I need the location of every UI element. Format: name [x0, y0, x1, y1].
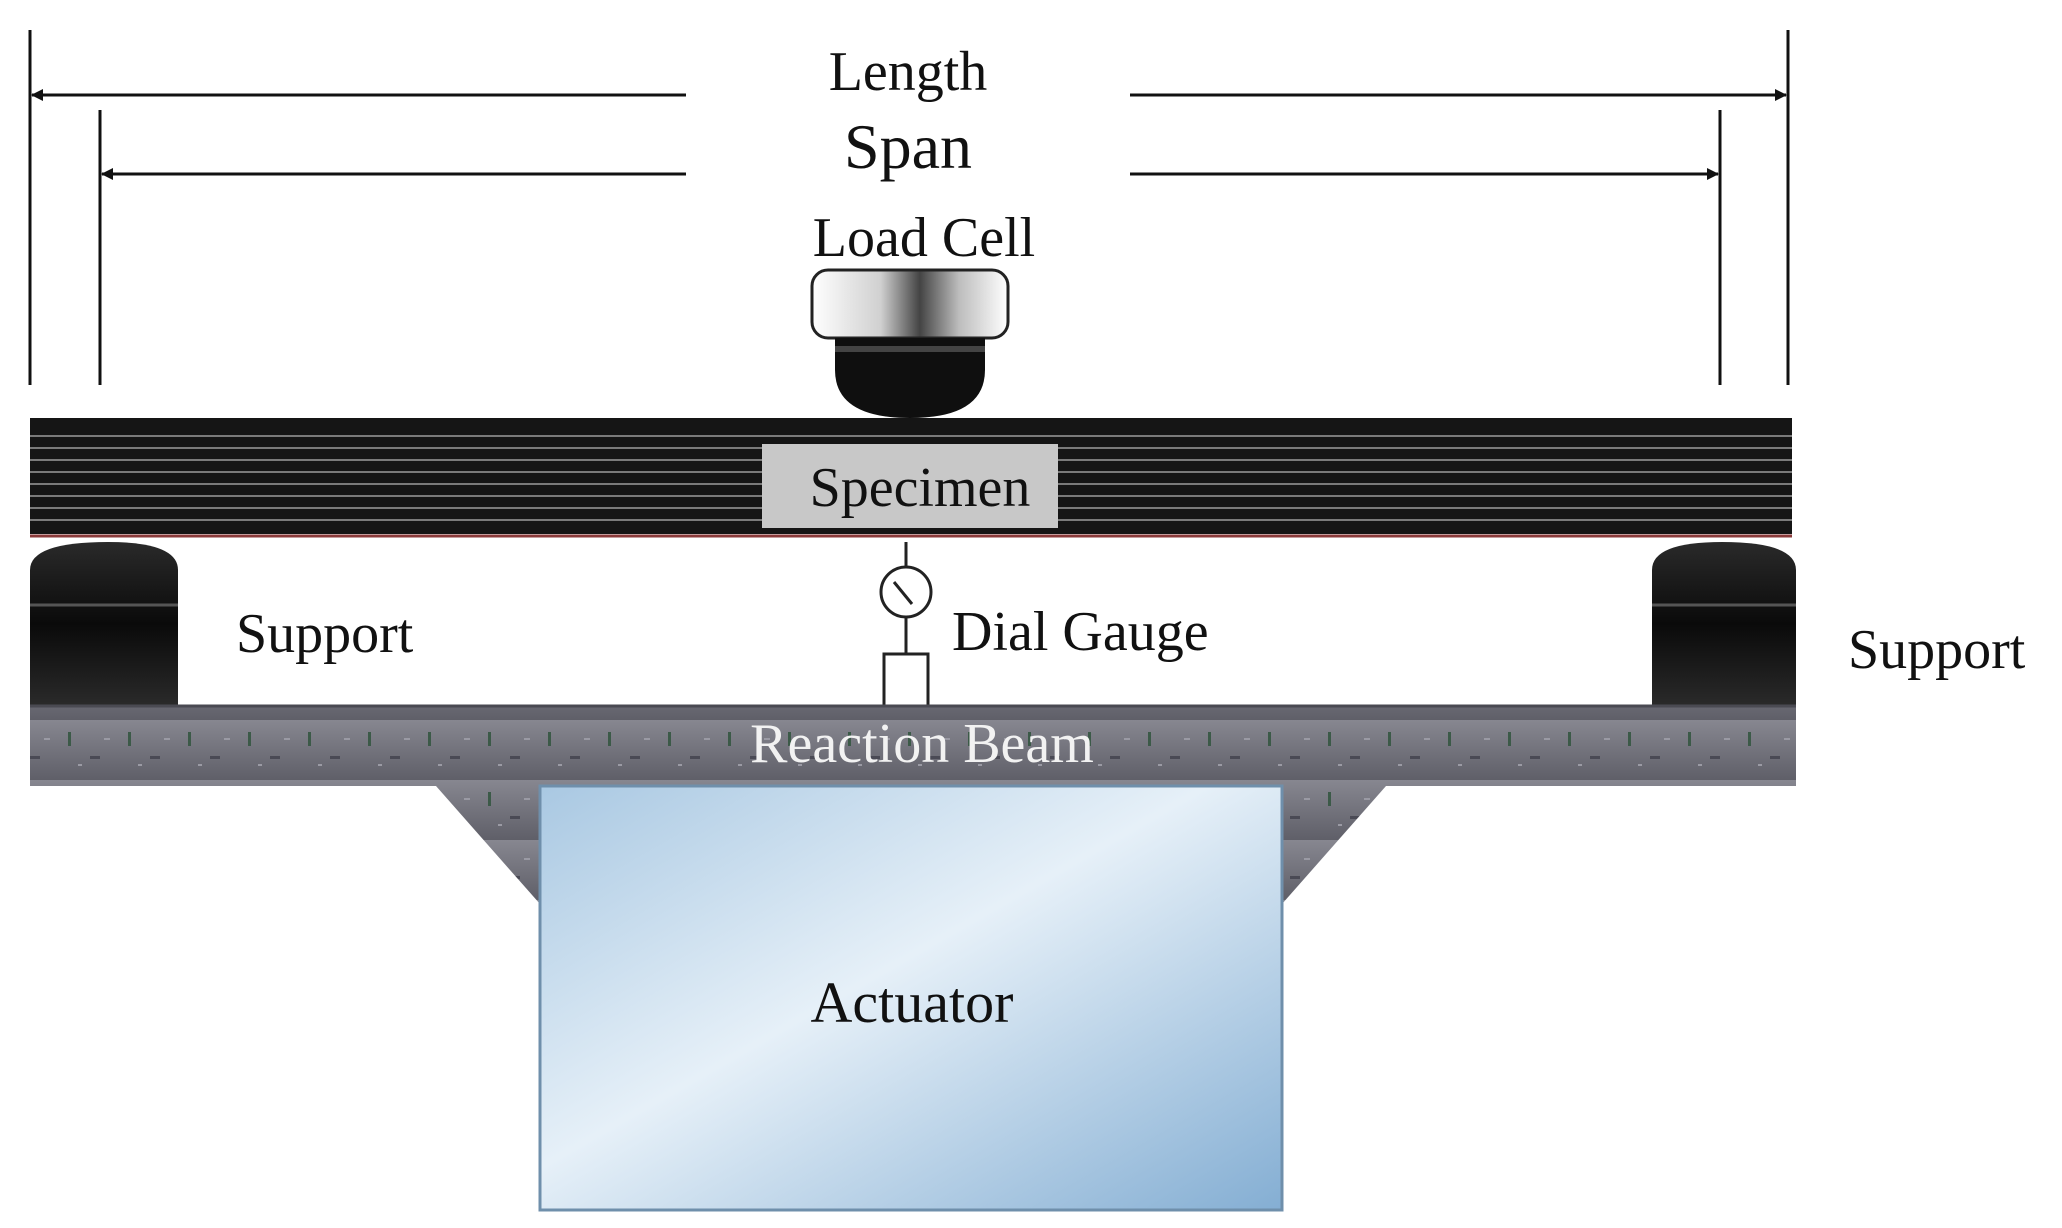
reaction-beam-label: Reaction Beam	[750, 713, 1094, 775]
specimen: Specimen	[30, 418, 1792, 538]
support-right-label: Support	[1848, 619, 2026, 681]
load-cell-body	[810, 268, 1010, 340]
dial-gauge	[879, 542, 933, 708]
reaction-beam-body	[30, 706, 1796, 786]
support-right	[1652, 542, 1796, 706]
support-left	[30, 542, 178, 706]
actuator: Actuator	[538, 784, 1284, 1212]
support-left-label: Support	[236, 603, 414, 665]
dial-gauge-face	[879, 565, 933, 619]
span-label: Span	[844, 111, 972, 182]
reaction-beam-brace-left	[436, 786, 540, 904]
load-cell-nose	[835, 338, 985, 418]
dial-gauge-base	[882, 652, 930, 708]
actuator-label: Actuator	[811, 970, 1014, 1035]
length-label: Length	[829, 41, 988, 103]
dial-gauge-label: Dial Gauge	[952, 601, 1209, 663]
actuator-body	[538, 784, 1284, 1212]
load-cell	[810, 268, 1010, 418]
dimension-lines	[28, 30, 1790, 385]
reaction-beam: Reaction Beam	[30, 704, 1796, 904]
reaction-beam-brace-right	[1282, 786, 1386, 904]
specimen-label: Specimen	[810, 457, 1031, 519]
specimen-label-background	[762, 444, 1058, 528]
load-cell-label: Load Cell	[813, 207, 1035, 269]
